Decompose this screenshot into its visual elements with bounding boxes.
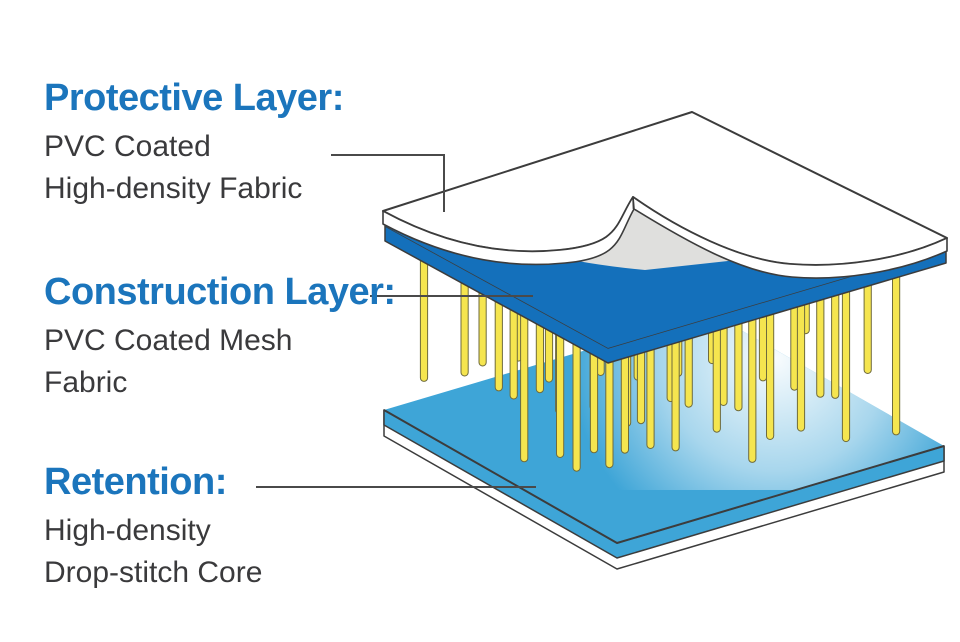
- protective-right-thickness-band: [632, 196, 948, 279]
- protective-curl-tip-edge: [632, 196, 635, 210]
- label-retention: Retention: High-density Drop-stitch Core: [44, 458, 262, 594]
- label-protective-heading: Protective Layer:: [44, 77, 344, 119]
- retention-front-edges: [383, 409, 945, 544]
- leader-lines: [256, 154, 536, 488]
- drop-stitch-thread: [748, 301, 757, 463]
- label-construction: Construction Layer: PVC Coated Mesh Fabr…: [44, 268, 396, 404]
- label-retention-line1: High-density: [44, 514, 211, 547]
- leader-line-protective: [331, 154, 445, 212]
- label-construction-line2: Fabric: [44, 366, 128, 399]
- drop-stitch-thread: [892, 255, 901, 436]
- label-construction-line1: PVC Coated Mesh: [44, 324, 293, 357]
- label-retention-heading: Retention:: [44, 461, 227, 503]
- label-retention-line2: Drop-stitch Core: [44, 556, 263, 589]
- label-construction-body: PVC Coated Mesh Fabric: [44, 320, 396, 404]
- label-protective: Protective Layer: PVC Coated High-densit…: [44, 74, 344, 210]
- label-retention-body: High-density Drop-stitch Core: [44, 510, 262, 594]
- protective-layer-shape: [382, 111, 948, 279]
- label-protective-line1: PVC Coated: [44, 130, 211, 163]
- label-construction-heading: Construction Layer:: [44, 271, 396, 313]
- drop-stitch-thread: [796, 286, 806, 432]
- label-protective-body: PVC Coated High-density Fabric: [44, 126, 344, 210]
- label-protective-line2: High-density Fabric: [44, 172, 303, 205]
